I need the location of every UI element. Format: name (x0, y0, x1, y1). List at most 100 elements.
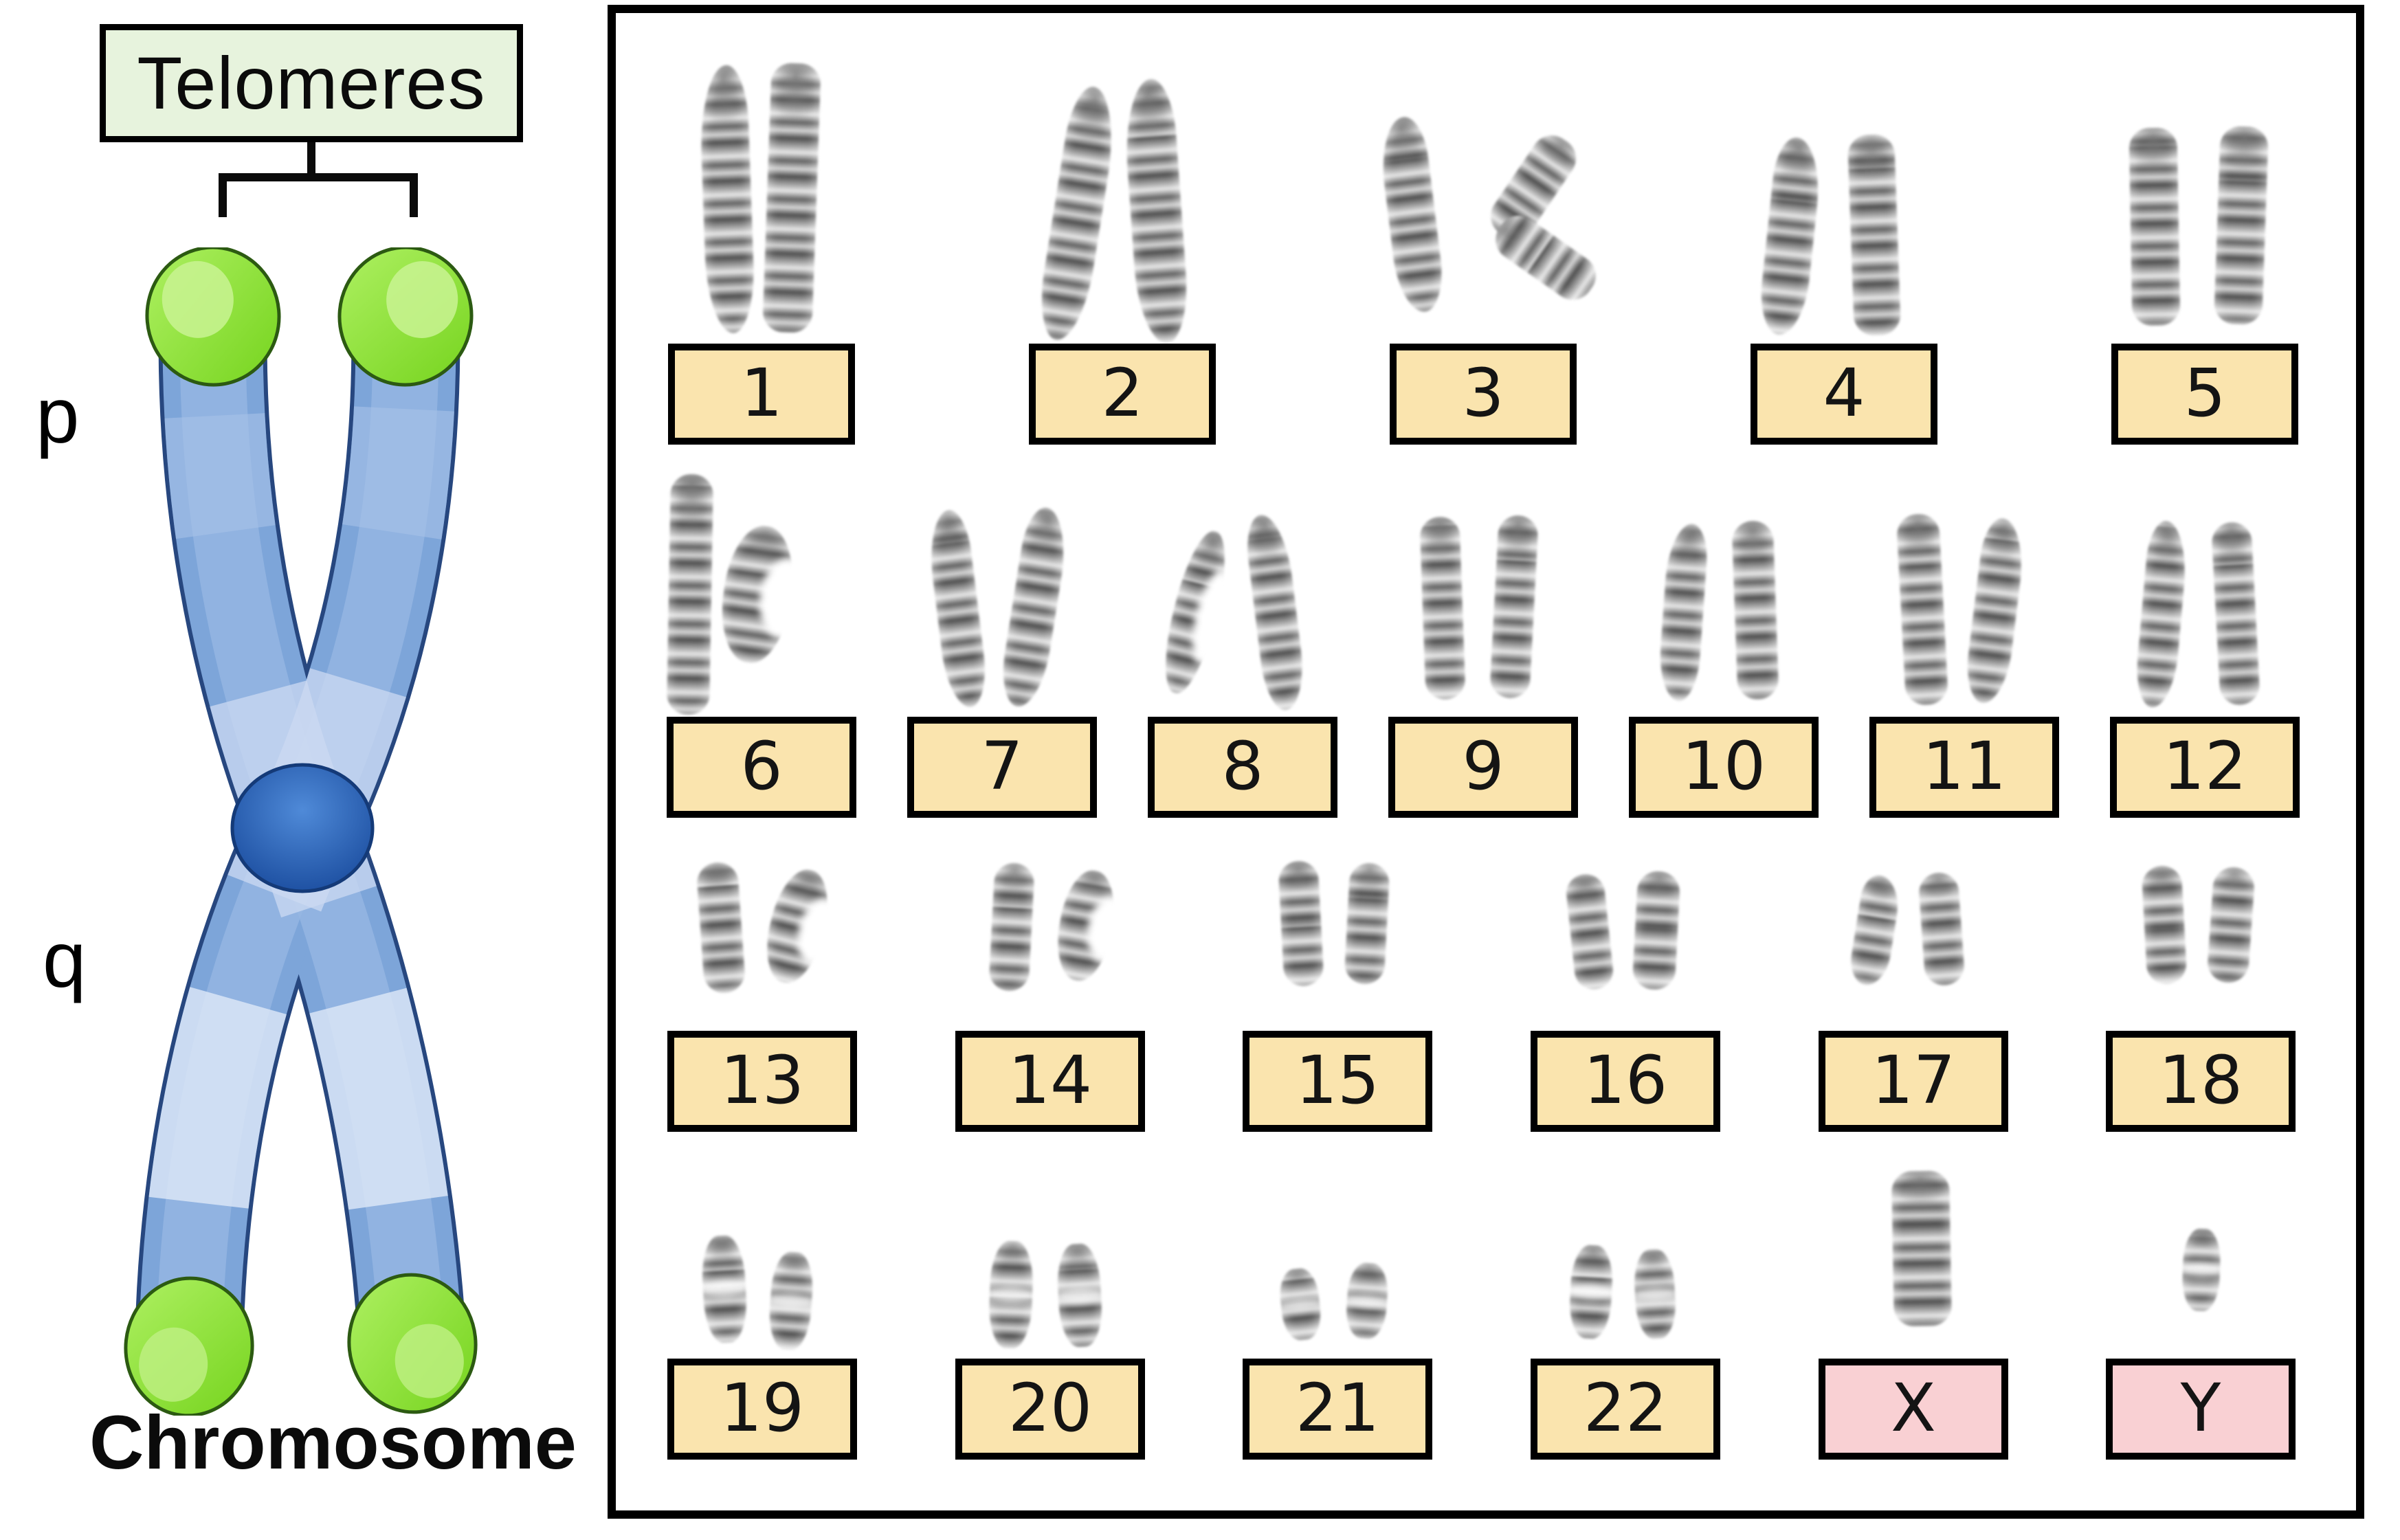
chromosome-1-2 (762, 62, 821, 334)
label-box-18: 18 (2106, 1031, 2296, 1132)
connector-tick-left (219, 173, 227, 217)
p-arm-label: p (36, 372, 80, 460)
chromosome-5-1 (2129, 127, 2181, 326)
chromosome-caption: Chromosome (89, 1400, 577, 1485)
label-box-15: 15 (1243, 1031, 1432, 1132)
chromosome-9-1 (1419, 516, 1466, 700)
chromosome-19-2 (767, 1251, 815, 1351)
label-box-Y: Y (2106, 1359, 2296, 1460)
chromosome-10-1 (1657, 522, 1709, 702)
chromosome-9-2 (1489, 514, 1539, 700)
chromosome-11-1 (1896, 513, 1949, 706)
chromosome-11-2 (1962, 516, 2028, 706)
chromosome-centromere-pinch (1632, 1285, 1678, 1303)
chromosome-4-2 (1847, 133, 1902, 337)
label-box-17: 17 (1819, 1031, 2008, 1132)
chromosome-18-2 (2206, 866, 2256, 984)
chromosome-18-1 (2141, 864, 2188, 985)
chromosome-2-2 (1121, 77, 1191, 346)
label-box-16: 16 (1531, 1031, 1720, 1132)
chromosome-3-1 (1376, 114, 1447, 315)
label-box-11: 11 (1869, 717, 2059, 818)
label-box-12: 12 (2110, 717, 2300, 818)
chromosome-3-3 (1487, 208, 1604, 308)
label-box-13: 13 (667, 1031, 857, 1132)
chromosome-12-2 (2211, 521, 2260, 706)
chromosome-16-1 (1564, 872, 1615, 992)
chromosome-17-2 (1918, 871, 1966, 987)
chromosome-centromere-pinch (1344, 1293, 1390, 1309)
chromosome-19-1 (700, 1234, 749, 1344)
chromosome-13-1 (696, 861, 746, 994)
chromosome-21-1 (1277, 1266, 1324, 1342)
label-box-1: 1 (668, 344, 855, 445)
chromosome-centromere-pinch (986, 1285, 1036, 1304)
label-box-4: 4 (1751, 344, 1937, 445)
band-right-low (139, 311, 456, 1348)
connector-bar (219, 173, 418, 181)
chromosome-22-2 (1632, 1248, 1678, 1340)
label-box-7: 7 (907, 717, 1097, 818)
chromosome-Y-1 (2180, 1228, 2223, 1312)
label-box-19: 19 (667, 1359, 857, 1460)
chromosome-1-1 (698, 64, 756, 335)
chromosome-7-1 (924, 508, 990, 710)
label-box-21: 21 (1243, 1359, 1432, 1460)
chromosome-13-2 (757, 864, 845, 989)
label-box-8: 8 (1148, 717, 1337, 818)
chromosome-centromere-pinch (2180, 1262, 2223, 1277)
chromosome-8-2 (1243, 512, 1309, 713)
q-arm-label: q (43, 917, 87, 1004)
band-right-top (139, 311, 456, 1348)
label-box-X: X (1819, 1359, 2008, 1460)
chromosome-15-2 (1344, 862, 1390, 985)
label-box-2: 2 (1029, 344, 1216, 445)
chromosome-5-2 (2213, 125, 2269, 326)
chromosome-22-1 (1567, 1244, 1615, 1340)
chromosome-illustration (124, 247, 478, 1416)
label-box-5: 5 (2111, 344, 2298, 445)
chromosome-curve-cutout (754, 555, 814, 641)
chromosome-centromere-pinch (1055, 1286, 1104, 1305)
chromosome-7-2 (997, 504, 1072, 711)
label-box-9: 9 (1388, 717, 1578, 818)
chromosome-14-1 (988, 862, 1035, 992)
chromosome-10-2 (1731, 520, 1779, 700)
chromosome-17-1 (1847, 873, 1903, 988)
chromosome-curve-cutout (1082, 894, 1131, 965)
chromosome-2-1 (1034, 83, 1122, 344)
label-box-10: 10 (1629, 717, 1819, 818)
chromosome-4-1 (1757, 135, 1824, 337)
chromosome-20-1 (986, 1240, 1036, 1350)
chromosome-14-2 (1050, 866, 1131, 985)
chromosome-6-1 (666, 473, 714, 715)
chromosome-centromere-pinch (1567, 1283, 1615, 1301)
telomeres-label: Telomeres (137, 41, 486, 124)
chromosome-6-2 (714, 522, 814, 667)
label-box-14: 14 (955, 1031, 1145, 1132)
centromere (230, 763, 375, 893)
band-left-top (162, 311, 463, 1347)
connector-stem (307, 142, 315, 181)
label-box-6: 6 (667, 717, 856, 818)
chromosome-8-1 (1154, 526, 1238, 698)
chromosome-centromere-pinch (1278, 1296, 1323, 1313)
chromosome-centromere-pinch (700, 1279, 749, 1299)
telomere-cap-top-left (145, 247, 281, 387)
label-box-3: 3 (1390, 344, 1577, 445)
telomere-cap-bottom-left (124, 1276, 254, 1416)
label-box-22: 22 (1531, 1359, 1720, 1460)
chromosome-centromere-pinch (767, 1291, 815, 1310)
band-left-low (162, 311, 463, 1347)
telomere-cap-bottom-right (347, 1273, 478, 1414)
chromosome-16-2 (1632, 870, 1681, 991)
chromosome-20-2 (1055, 1242, 1104, 1348)
chromosome-X-1 (1891, 1170, 1952, 1327)
chromosome-curve-cutout (791, 894, 845, 969)
chromosome-21-2 (1344, 1262, 1390, 1340)
chromosome-12-1 (2133, 519, 2190, 710)
label-box-20: 20 (955, 1359, 1145, 1460)
connector-tick-right (410, 173, 418, 217)
